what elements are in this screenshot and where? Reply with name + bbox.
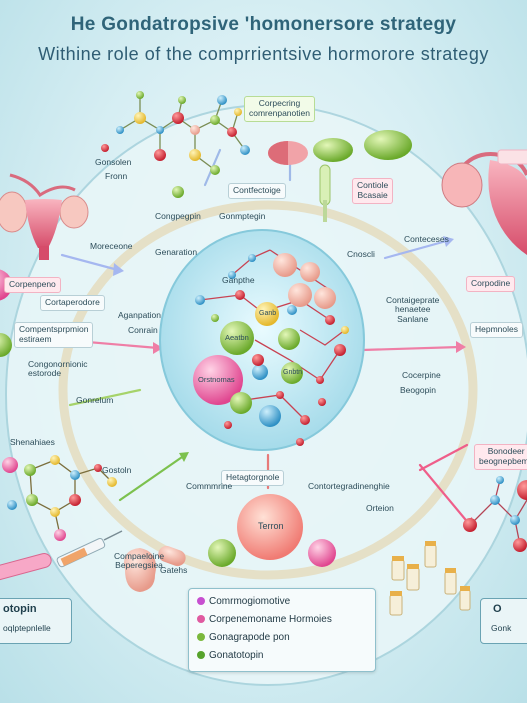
legend-item: Gonatotopin [197,650,264,661]
legend-label: Gonatotopin [209,650,264,661]
label-center-2: Aeatbn [225,333,249,342]
banner-right: O Gonk [480,598,527,644]
label-conteceses: Conteceses [404,234,449,244]
label-genaration: Genaration [155,247,198,257]
label-contiole: Contiole Bcasaie [352,178,394,204]
label-conrain: Conrain [128,325,158,335]
label-aganpation: Aganpation [118,310,162,320]
label-orteion: Orteion [366,503,394,513]
legend-item: Gonagrapode pon [197,632,290,643]
label-gonrelum: Gonrelum [76,395,114,405]
legend-dot-icon [197,633,205,642]
banner-left-sub: oqlptepnlelle [3,623,51,633]
label-bonodeer: Bonodeer beognepbeme [474,444,527,470]
label-top-box: Corpecring comrenpanotien [244,96,315,122]
legend-item: Comrmogiomotive [197,596,290,607]
label-congpegpin: Congpegpin [155,211,201,221]
label-center-1: Ganpthe [222,275,255,285]
label-corpodine: Corpodine [466,276,516,292]
legend-dot-icon [197,615,205,624]
label-corpenpeno: Corpenpeno [4,277,61,293]
banner-left-title: otopin [3,603,37,615]
label-compaeloine: Compaeloine Beperegsiea [114,551,165,571]
label-gatehs: Gatehs [160,565,188,575]
label-center-5: Ganb [259,310,277,317]
label-center-4: Gnbtn [283,369,303,376]
legend-box: Comrmogiomotive Corpenemoname Hormoies G… [188,588,376,672]
label-contortagredine: Contortegradinenghie [308,481,390,491]
legend-label: Gonagrapode pon [209,632,290,643]
legend-item: Corpenemoname Hormoies [197,614,332,625]
label-cnoscli: Cnoscli [347,249,375,259]
legend-dot-icon [197,651,205,660]
label-contoigaeprate: Contaigeprate henaetee Sanlane [386,295,440,324]
banner-right-title: O [493,603,502,615]
title-line-2: Withine role of the comprrientsive hormo… [38,44,489,64]
label-hetagtorgnole: Hetagtorgnole [221,470,285,486]
label-congonornionic: Congonornionic estorode [28,359,88,379]
label-contfectaige: Contfectoige [228,183,286,199]
label-commmrine: Commmrine [186,481,233,491]
legend-dot-icon [197,597,205,606]
label-beogopin: Beogopin [400,385,436,395]
label-compentsprpmion: Compentsprpmion estiraem [14,322,94,348]
label-terron: Terron [258,521,284,531]
label-gonmptegin: Gonmptegin [219,211,266,221]
legend-label: Corpenemoname Hormoies [209,614,332,625]
label-cortaperodore: Cortaperodore [40,295,105,311]
label-gostoln: Gostoln [102,465,132,475]
label-shenahiaes: Shenahiaes [10,437,55,447]
label-morecone: Moreceone [90,241,133,251]
legend-label: Comrmogiomotive [209,596,291,607]
label-hepmnoles: Hepmnoles [470,322,523,338]
title-line-1: He Gondatropsive 'homonersore strategy [70,14,457,35]
label-cocerpine: Cocerpine [402,370,441,380]
label-fronn: Fronn [105,171,128,181]
label-gonsolen: Gonsolen [95,157,132,167]
label-center-3: Orstnomas [198,375,235,384]
banner-left: otopin oqlptepnlelle [0,598,72,644]
banner-right-sub: Gonk [491,623,512,633]
